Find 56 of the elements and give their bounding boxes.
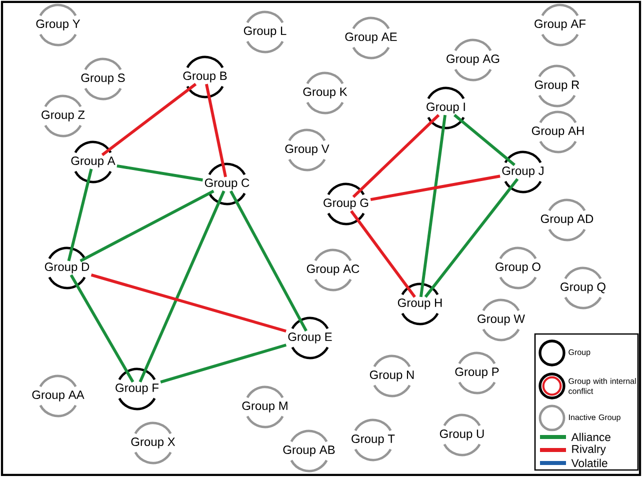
group-node: Group H: [398, 282, 442, 326]
group-node: Group C: [204, 162, 250, 206]
connector-line: [230, 190, 308, 332]
group-node: Group D: [44, 246, 90, 290]
group-node: Group A: [71, 140, 116, 184]
connector-line: [352, 114, 440, 198]
connector-line: [370, 174, 500, 201]
group-node: Group G: [324, 182, 368, 226]
inactive-group-node: Group AG: [446, 38, 500, 82]
inactive-group-node: Group AC: [306, 248, 360, 292]
inactive-group-node: Group AA: [32, 374, 84, 418]
inactive-group-node: Group U: [440, 414, 484, 456]
legend-label: Volatile: [571, 458, 608, 468]
inactive-group-node: Group T: [352, 418, 395, 462]
group-node: Group J: [502, 150, 544, 194]
inactive-group-node: Group L: [244, 10, 286, 54]
inactive-group-node: Group Q: [560, 266, 606, 310]
connector-line: [116, 164, 203, 182]
inactive-group-node: Group K: [303, 72, 348, 114]
legend-label: Group with internal conflict: [568, 378, 636, 394]
connector-line: [80, 190, 214, 262]
connector-line: [90, 274, 286, 333]
inactive-group-node: Group M: [242, 386, 288, 428]
connector-line: [454, 114, 516, 166]
inactive-group-node: Group S: [81, 58, 125, 100]
inactive-group-node: Group Z: [42, 94, 85, 138]
inactive-group-node: Group AB: [283, 430, 335, 472]
group-node: Group E: [288, 316, 332, 360]
connector-line: [70, 274, 134, 383]
group-node: Group F: [116, 368, 159, 410]
inactive-group-node: Group N: [370, 354, 414, 398]
inactive-group-node: Group AF: [534, 4, 586, 46]
inactive-group-node: Group AE: [345, 16, 397, 60]
connector-line: [160, 344, 287, 384]
inactive-group-node: Group AD: [540, 198, 594, 242]
connector-line: [350, 210, 416, 298]
inactive-group-node: Group O: [496, 246, 540, 290]
legend-label: Inactive Group: [569, 414, 620, 422]
connector-line: [138, 190, 226, 383]
inactive-group-node: Group P: [455, 352, 499, 394]
inactive-group-node: Group Y: [36, 4, 80, 46]
connector-line: [67, 168, 93, 262]
group-node: Group B: [183, 56, 227, 98]
inactive-group-node: Group R: [534, 64, 580, 108]
group-node: Group I: [426, 86, 465, 130]
inactive-group-node: Group V: [285, 128, 330, 172]
inactive-group-node: Group X: [131, 422, 176, 464]
inactive-group-node: Group W: [478, 298, 525, 342]
connector-line: [419, 114, 447, 298]
connector-line: [424, 178, 519, 298]
connector-line: [205, 84, 227, 178]
inactive-group-node: Group AH: [532, 110, 584, 154]
connector-line: [101, 82, 197, 156]
legend-label: Group: [568, 349, 590, 357]
legend-label: Rivalry: [572, 444, 606, 456]
legend-label: Alliance: [571, 432, 610, 442]
